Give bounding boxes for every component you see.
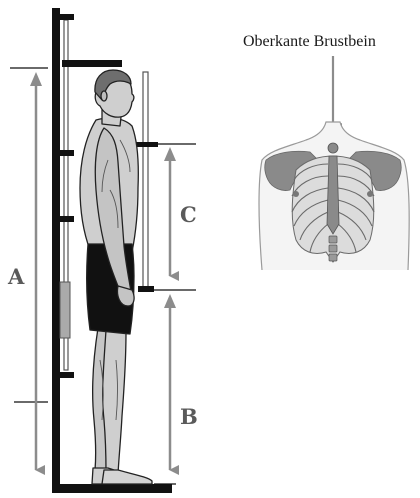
dimension-b-arrowhead-top — [164, 294, 176, 308]
sternum-caption: Oberkante Brustbein — [243, 33, 376, 50]
chest-illustration: Oberkante Brustbein — [243, 33, 409, 270]
human-figure — [80, 70, 152, 484]
dimension-a-arrowhead-top — [30, 72, 42, 86]
sternum-top-marker — [328, 143, 338, 153]
stand-bracket — [60, 372, 74, 378]
stand-pole — [52, 8, 60, 492]
hip-pointer — [138, 286, 154, 292]
front-leg — [103, 330, 126, 474]
sternum — [327, 156, 339, 234]
ear — [101, 91, 107, 101]
stand-bracket — [60, 150, 74, 156]
left-shoulder-joint — [293, 191, 299, 197]
label-a: A — [7, 264, 25, 289]
chest-rod — [143, 72, 148, 290]
spine — [329, 236, 337, 261]
front-foot — [102, 470, 152, 484]
right-shoulder-joint — [367, 191, 373, 197]
label-b: B — [180, 404, 198, 429]
stand-bracket — [60, 14, 74, 20]
stand-base — [52, 484, 172, 493]
label-c: C — [180, 202, 197, 227]
sliding-block — [60, 282, 70, 338]
dimension-c-arrowhead-top — [164, 147, 176, 161]
stand-bracket — [60, 216, 74, 222]
head-board — [62, 60, 122, 67]
